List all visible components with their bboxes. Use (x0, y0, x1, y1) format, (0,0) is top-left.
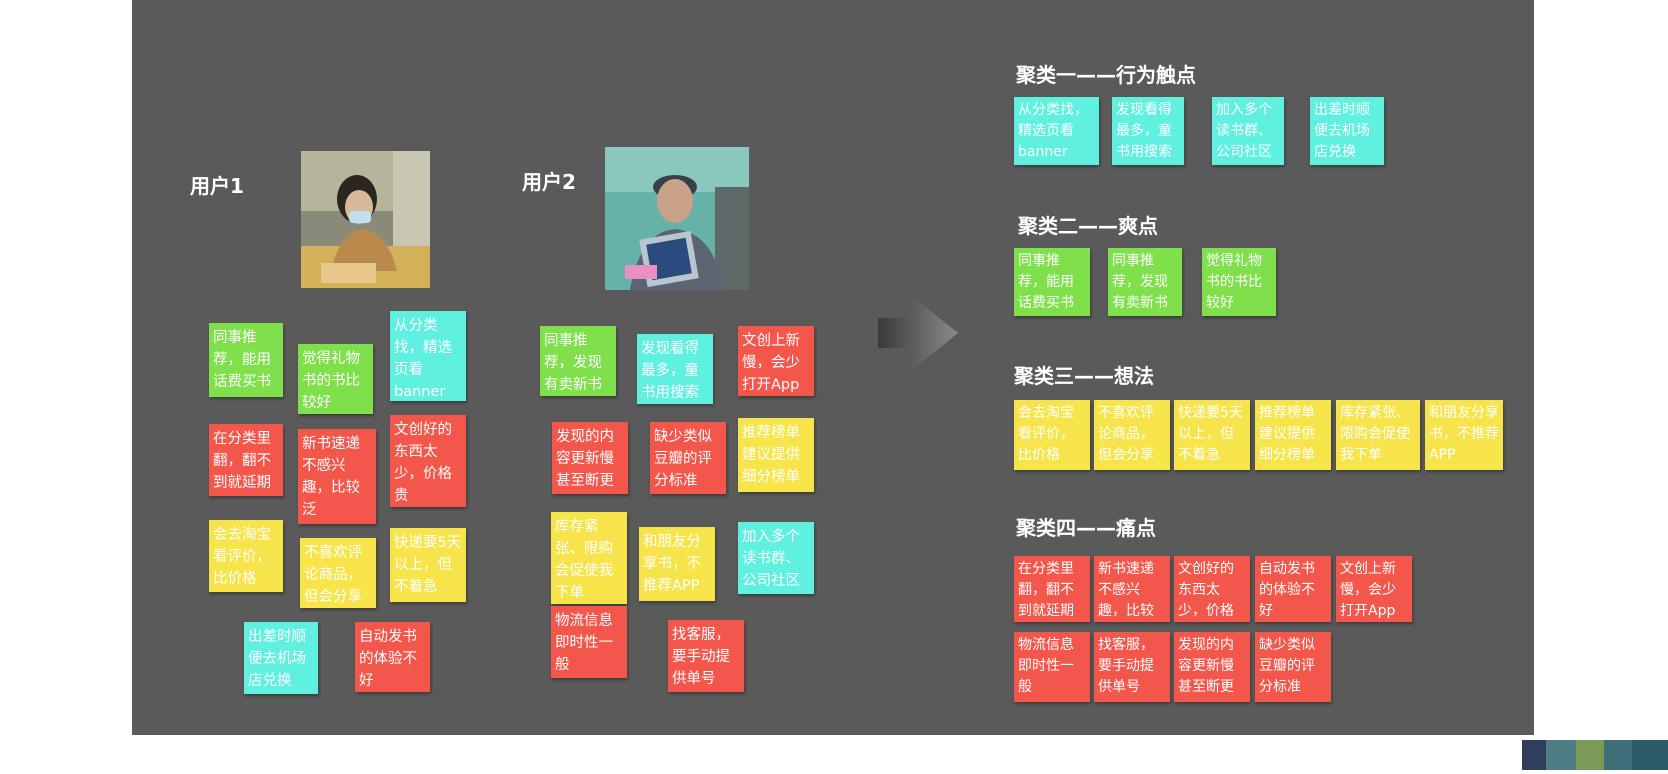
user-2-note: 文创上新慢，会少打开App (738, 326, 814, 396)
user-1-note: 同事推荐，能用话费买书 (209, 323, 283, 397)
cluster-1-note: 出差时顺便去机场店兑换 (1310, 97, 1384, 165)
cluster-4-note: 缺少类似豆瓣的评分标准 (1255, 632, 1331, 702)
cluster-4-note: 发现的内容更新慢甚至断更 (1174, 632, 1250, 702)
cluster-3-note: 库存紧张、限购会促使我下单 (1336, 400, 1420, 470)
user-1-label: 用户1 (190, 174, 244, 198)
cluster-2-title: 聚类二——爽点 (1018, 214, 1158, 238)
cluster-2-note: 同事推荐，能用话费买书 (1014, 248, 1090, 316)
cluster-4-note: 物流信息即时性一般 (1014, 632, 1090, 702)
cluster-1-title: 聚类一——行为触点 (1016, 63, 1196, 87)
cluster-4-note: 文创好的东西太少，价格贵 (1174, 556, 1250, 622)
user-2-note: 加入多个读书群、公司社区 (738, 522, 814, 594)
user-2-note: 发现的内容更新慢甚至断更 (552, 422, 628, 494)
user-2-photo (605, 147, 749, 290)
user-1-note: 出差时顺便去机场店兑换 (244, 622, 318, 694)
decorative-strip (1522, 740, 1546, 770)
user-1-note: 在分类里翻，翻不到就延期 (209, 424, 283, 496)
cluster-4-note: 找客服，要手动提供单号 (1094, 632, 1170, 702)
user-2-label: 用户2 (522, 170, 576, 194)
user-2-note: 缺少类似豆瓣的评分标准 (650, 422, 726, 494)
user-1-note: 会去淘宝看评价，比价格 (209, 520, 283, 592)
decorative-strip (1576, 740, 1604, 770)
cluster-1-note: 从分类找，精选页看banner (1014, 97, 1099, 165)
user-2-note: 库存紧张、限购会促使我下单 (551, 512, 627, 604)
user-2-note: 发现看得最多，童书用搜索 (637, 334, 713, 404)
cluster-3-note: 不喜欢评论商品，但会分享 (1094, 400, 1170, 470)
user-1-note: 不喜欢评论商品，但会分享 (300, 538, 376, 608)
user-2-note: 同事推荐，发现有卖新书 (540, 326, 616, 396)
user-2-note: 推荐榜单建议提供细分榜单 (738, 418, 814, 492)
cluster-4-note: 在分类里翻，翻不到就延期 (1014, 556, 1090, 622)
user-1-note: 觉得礼物书的书比较好 (298, 344, 373, 414)
user-1-photo (301, 151, 430, 288)
user-1-note: 从分类找，精选页看banner (390, 311, 466, 401)
cluster-4-title: 聚类四——痛点 (1016, 516, 1156, 540)
user-1-note: 新书速递不感兴趣，比较泛 (298, 429, 376, 524)
cluster-3-note: 推荐榜单建议提供细分榜单 (1255, 400, 1331, 470)
cluster-3-note: 会去淘宝看评价，比价格 (1014, 400, 1090, 470)
cluster-2-note: 觉得礼物书的书比较好 (1202, 248, 1276, 316)
cluster-3-title: 聚类三——想法 (1014, 364, 1154, 388)
cluster-3-note: 和朋友分享书，不推荐APP (1425, 400, 1503, 470)
decorative-strip (1546, 740, 1576, 770)
cluster-3-note: 快递要5天以上，但不着急 (1174, 400, 1250, 470)
decorative-strip (1632, 740, 1668, 770)
cluster-4-note: 自动发书的体验不好 (1255, 556, 1331, 622)
user-2-note: 物流信息即时性一般 (551, 606, 627, 678)
cluster-1-note: 加入多个读书群、公司社区 (1212, 97, 1284, 165)
cluster-2-note: 同事推荐，发现有卖新书 (1108, 248, 1182, 316)
user-2-note: 找客服，要手动提供单号 (668, 620, 744, 692)
cluster-4-note: 文创上新慢，会少打开App (1336, 556, 1412, 622)
user-1-note: 快递要5天以上，但不着急 (390, 528, 466, 602)
decorative-strip (1604, 740, 1632, 770)
user-1-note: 自动发书的体验不好 (355, 622, 430, 692)
user-1-note: 文创好的东西太少，价格贵 (390, 415, 466, 507)
cluster-1-note: 发现看得最多，童书用搜索 (1112, 97, 1184, 165)
right-arrow-icon (878, 296, 958, 370)
cluster-4-note: 新书速递不感兴趣，比较泛 (1094, 556, 1170, 622)
user-2-note: 和朋友分享书，不推荐APP (639, 527, 715, 601)
